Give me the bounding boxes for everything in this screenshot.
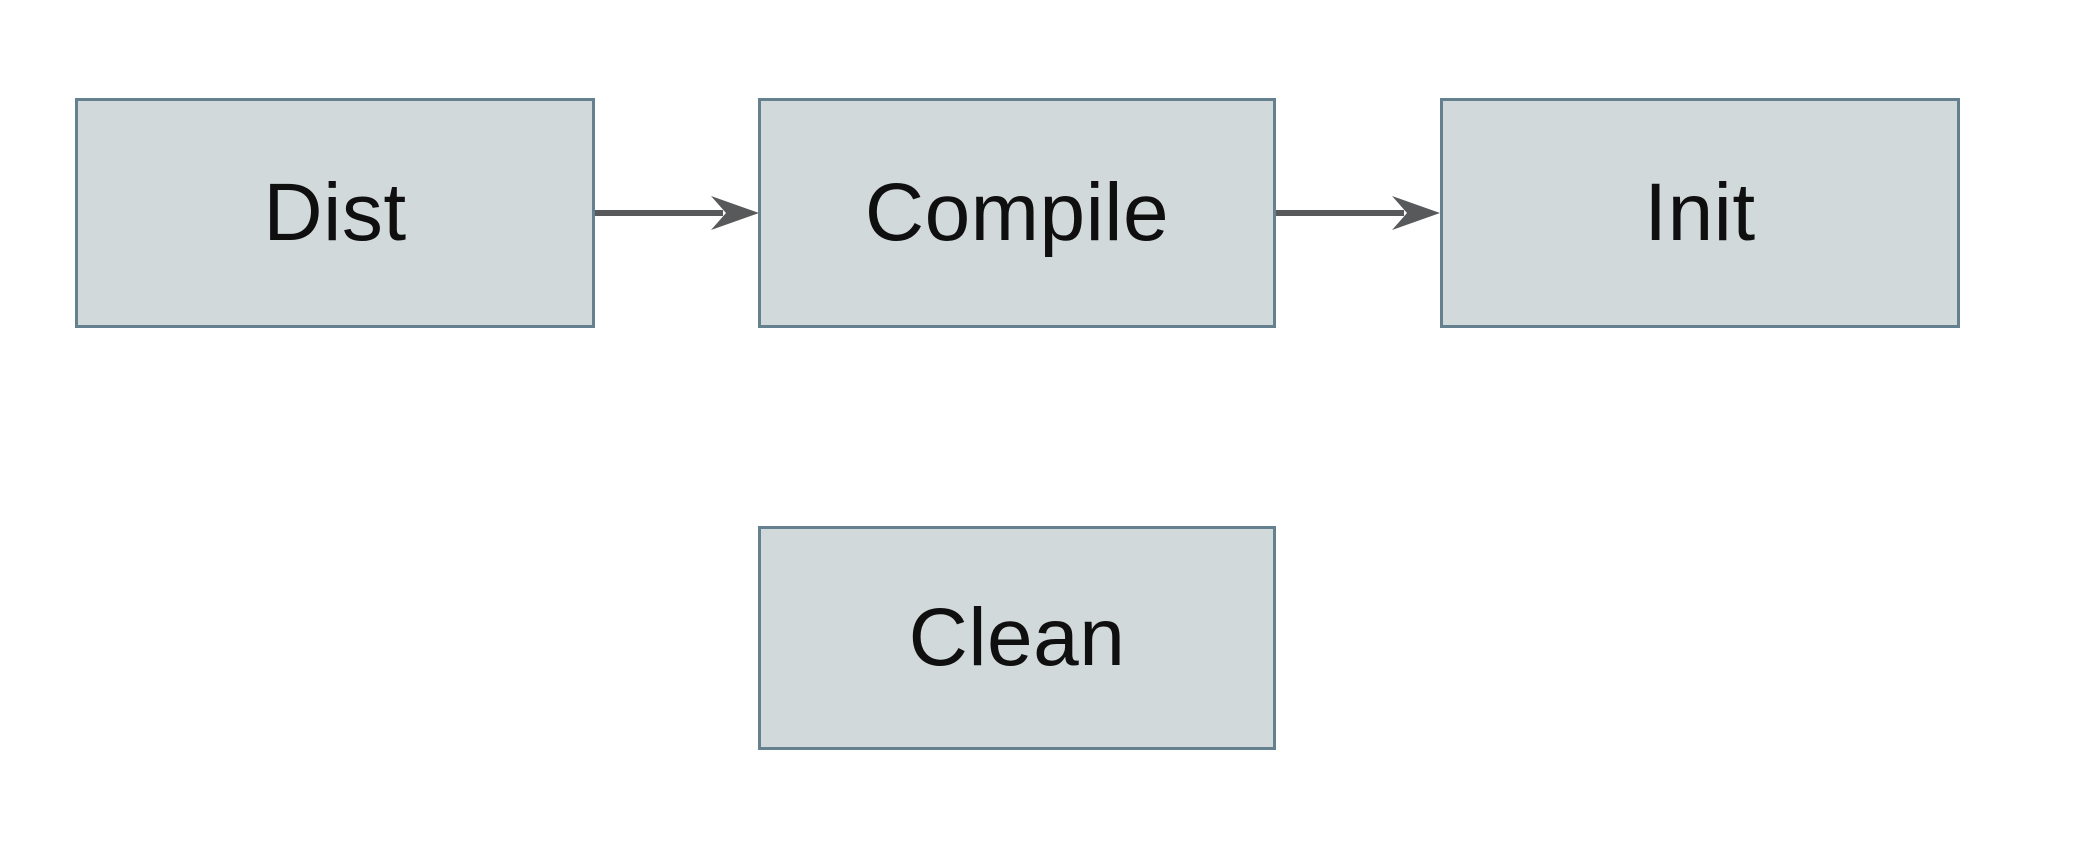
arrow-dist-to-compile[interactable]	[595, 195, 759, 231]
node-clean-label: Clean	[908, 592, 1126, 683]
node-clean[interactable]: Clean	[758, 526, 1276, 750]
node-init[interactable]: Init	[1440, 98, 1960, 328]
node-init-label: Init	[1644, 167, 1756, 258]
node-compile-label: Compile	[864, 167, 1170, 258]
node-dist-label: Dist	[263, 167, 407, 258]
node-dist[interactable]: Dist	[75, 98, 595, 328]
node-compile[interactable]: Compile	[758, 98, 1276, 328]
arrow-compile-to-init[interactable]	[1276, 195, 1440, 231]
